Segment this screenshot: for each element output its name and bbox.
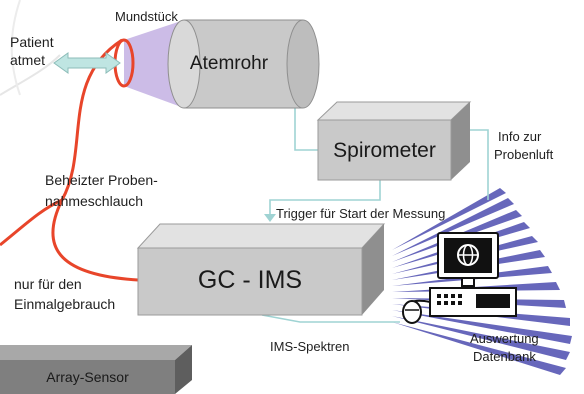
tube-label: Atemrohr: [189, 53, 269, 74]
heated-hose: [51, 38, 139, 282]
analysis-label-line1: Auswertung: [470, 331, 539, 346]
info-label-line1: Info zur: [498, 129, 542, 144]
gcims-label: GC - IMS: [197, 266, 303, 294]
info-label-line2: Probenluft: [494, 147, 554, 162]
array-sensor-box: [0, 345, 192, 394]
breathes-label: atmet: [10, 52, 46, 68]
heated-hose-label-line2: nahmeschlauch: [45, 193, 144, 209]
patient-label: Patient: [10, 34, 54, 50]
single-use-label-line1: nur für den: [14, 276, 82, 292]
analysis-label-line2: Datenbank: [473, 349, 536, 364]
mouthpiece-funnel: [124, 20, 184, 108]
spirometer-box: [316, 101, 472, 181]
double-arrow-icon: [53, 52, 121, 74]
trigger-arrowhead: [264, 214, 276, 222]
heated-hose-label-line1: Beheizter Proben-: [45, 172, 158, 188]
ims-spectra-label: IMS-Spektren: [270, 339, 350, 354]
computer-globe-icon: [402, 232, 517, 324]
hose-left-branch: [0, 198, 63, 247]
atemrohr-cylinder: [167, 19, 320, 109]
spirometer-label: Spirometer: [333, 139, 436, 162]
gcims-box: [136, 223, 386, 316]
mouthpiece-label: Mundstück: [115, 9, 178, 24]
trigger-label: Trigger für Start der Messung: [276, 206, 446, 221]
single-use-label-line2: Einmalgebrauch: [14, 296, 116, 312]
array-sensor-label: Array-Sensor: [46, 369, 129, 385]
